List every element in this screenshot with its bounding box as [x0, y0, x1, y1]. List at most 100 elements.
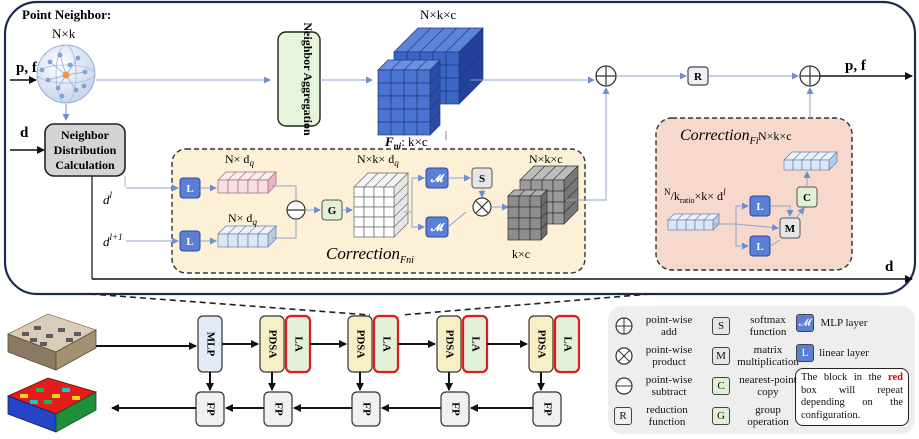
neighbor-aggregation-label: Neighbor Aggregation — [301, 22, 315, 136]
slab-top-to-minus — [272, 185, 297, 200]
fp-block-5: FP — [532, 391, 562, 427]
la-block-1: LA — [284, 314, 312, 374]
legend-item-2: point-wise product — [614, 344, 700, 368]
neighbor-distribution-line3: Calculation — [55, 158, 115, 172]
fi-l-bottom-to-m — [769, 239, 781, 247]
fp-block-2: FP — [263, 391, 293, 427]
pointwise-add-1 — [595, 65, 617, 87]
pdsa-block-4: PDSA — [528, 315, 554, 373]
legend-text-4: reduction function — [646, 404, 688, 428]
point-neighbor-title: Point Neighbor: — [22, 7, 111, 22]
dl-label: dl — [103, 190, 113, 207]
softmax-s-label: S — [479, 173, 485, 185]
la-block-2-label: LA — [380, 336, 392, 351]
pdsa-block-4-label: PDSA — [535, 330, 547, 359]
pointwise-subtract — [286, 200, 306, 220]
legend-text-6: matrix multiplication — [737, 344, 799, 368]
kc-fni-label: k×c — [512, 247, 530, 261]
nkc-fni-label: N×k×c — [529, 152, 563, 166]
la-block-4-label: LA — [561, 336, 573, 351]
nkc-fi-label: N×k×c — [758, 129, 792, 143]
input-d-label: d — [20, 125, 29, 141]
fp-block-2-label: FP — [272, 402, 284, 416]
linear-layer-top-label: L — [186, 183, 193, 195]
output-segmentation-image — [6, 377, 98, 433]
fi-copy-label: C — [803, 192, 811, 204]
la-block-1-label: LA — [292, 336, 304, 351]
mlp-block-label: MLP — [204, 332, 216, 357]
legend-text-3: point-wise subtract — [645, 374, 693, 398]
pointwise-add-2 — [799, 65, 821, 87]
fni-label: Fni: k×c — [384, 134, 428, 151]
fi-m-to-c — [795, 207, 805, 219]
output-d-label: d — [885, 259, 894, 275]
neighbor-aggregation-box — [277, 31, 321, 127]
point-neighbor-sphere — [36, 44, 96, 104]
neighbor-distribution-line2: Distribution — [54, 143, 117, 157]
legend-item-3: point-wise subtract — [614, 374, 700, 398]
mlp-layer-top-label: 𝓜 — [430, 173, 445, 185]
fi-output-slab — [783, 151, 838, 171]
fp-block-1: FP — [195, 391, 225, 427]
input-pf-label: p, f — [16, 60, 38, 76]
pdsa-block-1: PDSA — [259, 315, 285, 373]
legend-symbol-8: G — [712, 407, 730, 425]
fi-linear-top-label: L — [756, 201, 763, 213]
pdsa-block-1-label: PDSA — [266, 330, 278, 359]
slab-bottom-to-minus — [272, 220, 297, 239]
n-dq-bottom-label: N× dq — [228, 211, 257, 227]
legend-item-1: point-wise add — [614, 314, 700, 338]
query-slab-top — [217, 171, 277, 194]
legend-text-9: MLP layer — [820, 317, 868, 329]
zoom-line-right — [401, 293, 651, 316]
fp-block-1-label: FP — [204, 402, 216, 416]
repeat-note: The block in the red box will repeat dep… — [795, 368, 909, 426]
fp-block-4: FP — [440, 391, 470, 427]
la-block-4: LA — [553, 314, 581, 374]
mlp-layer-bottom-label: 𝓜 — [430, 222, 445, 234]
mlp-block: MLP — [197, 315, 223, 373]
reduction-r-label: R — [694, 71, 703, 83]
m-bottom-to-times — [447, 211, 467, 228]
legend-item-9: 𝓜 MLP layer — [796, 314, 870, 332]
fp-block-4-label: FP — [449, 402, 461, 416]
zoom-line-left — [89, 293, 371, 316]
fi-formula: N/kratio×k× dl — [664, 187, 726, 205]
nk-dq-label: N×k× dq — [357, 152, 399, 168]
fi-linear-bottom-label: L — [756, 241, 763, 253]
circle-times-icon — [614, 346, 634, 366]
output-pf-label: p, f — [845, 58, 867, 74]
legend-panel: The block in the red box will repeat dep… — [608, 306, 915, 434]
circle-plus-icon — [614, 316, 634, 336]
legend-symbol-9: 𝓜 — [796, 314, 814, 332]
fp-block-3-label: FP — [360, 402, 372, 416]
grid-to-m-bottom — [404, 211, 425, 231]
fi-matmul-label: M — [785, 223, 796, 235]
group-op-label: G — [328, 205, 337, 217]
pdsa-block-3: PDSA — [436, 315, 462, 373]
fi-in-to-l-bottom — [712, 223, 749, 250]
legend-symbol-4: R — [614, 407, 632, 425]
correction-fni-title: CorrectionFni — [326, 244, 414, 266]
nk-label: N×k — [52, 26, 76, 41]
correction-fi-title: CorrectionFi — [680, 127, 759, 147]
cube-top-label: N×k×c — [420, 7, 457, 22]
feature-cube-fni — [377, 27, 484, 136]
fp-block-3: FP — [351, 391, 381, 427]
pdsa-block-3-label: PDSA — [443, 330, 455, 359]
fi-matmul-box — [779, 217, 801, 239]
legend-symbol-5: S — [712, 317, 730, 335]
legend-text-10: linear layer — [819, 347, 869, 359]
n-dq-top-label: N× dq — [225, 152, 254, 168]
la-block-3: LA — [461, 314, 489, 374]
legend-symbol-7: C — [712, 377, 730, 395]
fi-in-to-m — [735, 223, 779, 231]
fi-input-slab — [667, 213, 720, 231]
relative-position-cube — [353, 172, 409, 238]
la-block-3-label: LA — [469, 336, 481, 351]
query-slab-bottom — [217, 225, 277, 248]
